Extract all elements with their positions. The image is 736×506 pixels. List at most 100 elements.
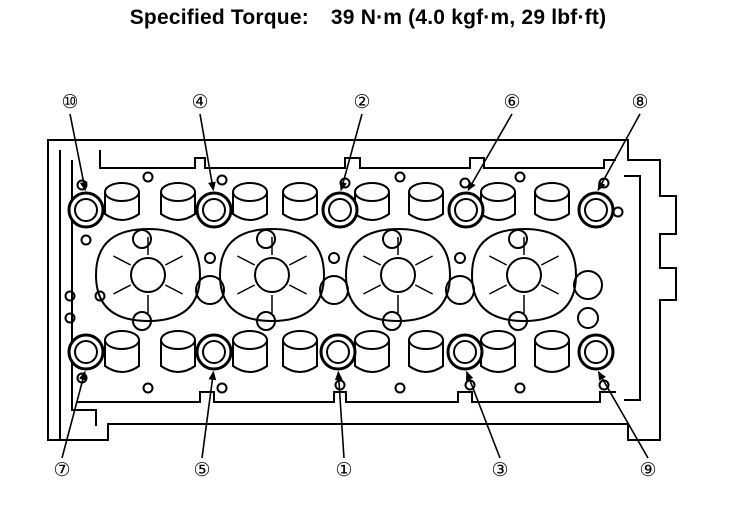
head-bottom-rail	[76, 391, 616, 403]
leader-arrow	[208, 181, 216, 192]
valve-lifter-top	[232, 192, 268, 221]
small-hole	[394, 382, 406, 394]
leader-arrow	[79, 370, 87, 381]
valve-lifter-bottom	[104, 340, 140, 373]
small-hole	[514, 382, 526, 394]
bolt-hole-inner	[202, 198, 226, 222]
torque-value: 39 N·m (4.0 kgf·m, 29 lbf·ft)	[330, 6, 607, 29]
valve-lifter-bottom	[480, 340, 516, 373]
leader-line	[467, 113, 513, 191]
chamber-rib	[414, 255, 433, 266]
bolt-label: ③	[491, 459, 508, 481]
bolt-hole	[319, 333, 357, 371]
bolt-hole-inner	[453, 340, 477, 364]
head-right-rail	[624, 175, 641, 401]
valve-lifter-bottom	[232, 340, 268, 373]
bolt-hole-inner	[74, 198, 98, 222]
leader-line	[69, 113, 86, 191]
chamber-rib	[489, 284, 508, 295]
bolt-hole	[67, 191, 105, 229]
bolt-label: ⑤	[193, 459, 210, 481]
oil-passage	[256, 229, 276, 249]
oil-passage	[382, 311, 402, 331]
small-hole	[94, 290, 106, 302]
bolt-hole	[321, 191, 359, 229]
leader-arrow	[597, 370, 606, 381]
valve-lifter-bottom-cap	[408, 330, 444, 350]
chamber-rib	[237, 255, 256, 266]
bolt-hole-inner	[328, 198, 352, 222]
small-hole	[216, 174, 228, 186]
small-hole	[64, 312, 76, 324]
combustion-chamber	[470, 227, 578, 323]
leader-arrow	[208, 370, 217, 381]
valve-lifter-top-cap	[480, 182, 516, 202]
valve-lifter-bottom-cap	[232, 330, 268, 350]
bolt-hole	[447, 191, 485, 229]
valve-lifter-bottom-cap	[282, 330, 318, 350]
leader-line	[201, 371, 215, 459]
bolt-label: ①	[335, 459, 352, 481]
valve-lifter-top	[534, 192, 570, 221]
bolt-holes	[67, 191, 615, 371]
valve-lifter-bottom-cap	[160, 330, 196, 350]
valve-lifter-top-cap	[232, 182, 268, 202]
small-hole	[64, 290, 76, 302]
chamber-rib	[164, 284, 183, 295]
small-hole	[394, 171, 406, 183]
valve-lifter-bottom-cap	[104, 330, 140, 350]
bolt-hole-inner	[202, 340, 226, 364]
valve-lifter-top	[160, 192, 196, 221]
valve-lifter-bottom	[408, 340, 444, 373]
bolt-hole-inner	[584, 198, 608, 222]
bolt-hole	[67, 333, 105, 371]
chamber-rib	[540, 255, 559, 266]
valve-lifter-bottom	[534, 340, 570, 373]
chamber-rib	[414, 284, 433, 295]
valve-lifter-top	[480, 192, 516, 221]
spark-plug-hole	[506, 257, 542, 293]
bolt-hole	[195, 333, 233, 371]
small-hole	[459, 177, 471, 189]
cylinder-head	[47, 139, 677, 441]
bolt-hole	[446, 333, 484, 371]
leader-arrow	[467, 181, 476, 192]
small-hole	[142, 171, 154, 183]
valve-lifter-bottom-cap	[354, 330, 390, 350]
valve-lifter-top-cap	[282, 182, 318, 202]
small-hole	[612, 206, 624, 218]
small-hole	[328, 252, 340, 264]
valve-lifter-top-cap	[104, 182, 140, 202]
head-outline	[47, 139, 677, 441]
chamber-rib	[363, 284, 382, 295]
valve-lifter-bottom	[282, 340, 318, 373]
bolt-label: ②	[353, 91, 370, 113]
spark-plug-hole	[254, 257, 290, 293]
bolt-hole	[577, 191, 615, 229]
combustion-chamber	[344, 227, 452, 323]
valve-lifter-top	[354, 192, 390, 221]
inter-boss	[195, 275, 225, 305]
valve-lifter-top-cap	[534, 182, 570, 202]
leader-arrow	[334, 370, 343, 381]
bolt-hole	[195, 191, 233, 229]
bolt-hole-inner	[74, 340, 98, 364]
combustion-chamber	[218, 227, 326, 323]
valve-lifter-bottom	[354, 340, 390, 373]
leader-line	[199, 113, 215, 191]
leader-line	[337, 371, 345, 459]
valve-lifter-bottom-cap	[534, 330, 570, 350]
chamber-rib	[113, 284, 132, 295]
spark-plug-hole	[380, 257, 416, 293]
head-top-rail	[99, 150, 616, 169]
leader-arrow	[339, 181, 347, 192]
small-hole	[216, 382, 228, 394]
chamber-rib	[489, 255, 508, 266]
small-hole	[80, 234, 92, 246]
bolt-hole-inner	[584, 340, 608, 364]
valve-lifter-top-cap	[408, 182, 444, 202]
oil-passage	[382, 229, 402, 249]
valve-lifter-top-cap	[354, 182, 390, 202]
chamber-rib	[237, 284, 256, 295]
oil-passage	[508, 311, 528, 331]
